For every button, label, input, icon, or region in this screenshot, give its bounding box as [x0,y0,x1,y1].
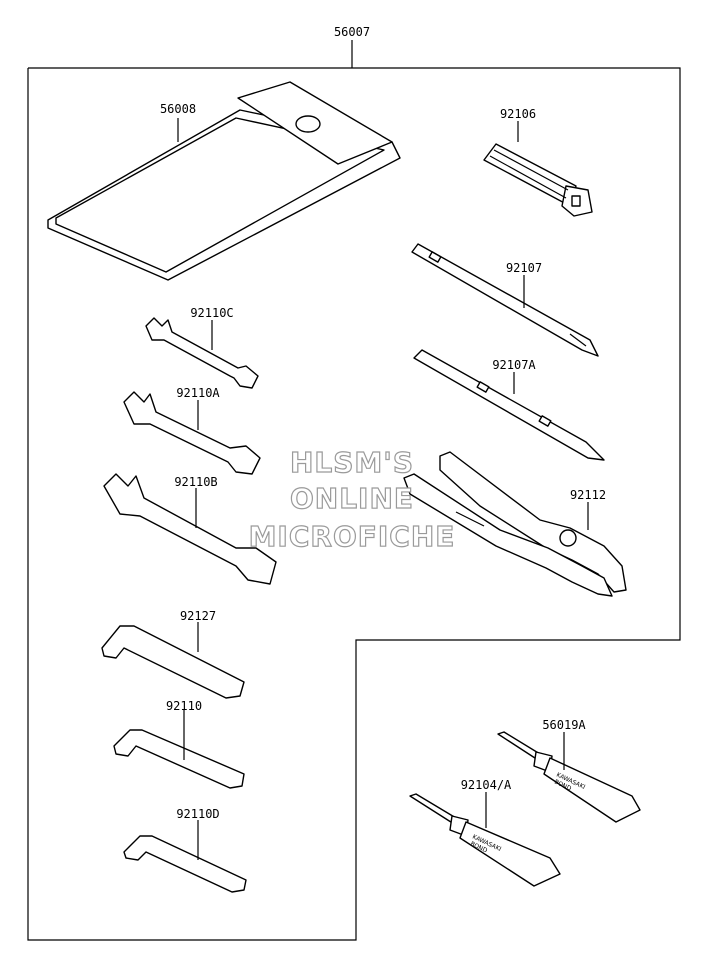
part-label-56007[interactable]: 56007 [334,25,370,39]
hex-wrench-large-drawing [101,625,245,699]
hex-wrench-medium-drawing [113,729,245,789]
watermark-line-1: HLSM'S [290,446,414,479]
pliers-drawing [403,451,627,597]
watermark-line-2: ONLINE [290,482,414,515]
part-label-92112[interactable]: 92112 [570,488,606,502]
watermark: HLSM'S ONLINE MICROFICHE [248,445,456,553]
bond-tube-upper-drawing: KAWASAKI BOND [497,731,641,823]
wrench-medium-drawing [123,391,261,475]
part-label-92110[interactable]: 92110 [166,699,202,713]
screwdriver-phillips-drawing [411,243,599,357]
toolcase-drawing [47,81,401,281]
screwdriver-flat-drawing [413,349,605,461]
part-label-92110A[interactable]: 92110A [176,386,220,400]
part-label-92107A[interactable]: 92107A [492,358,536,372]
part-label-92107[interactable]: 92107 [506,261,542,275]
part-label-56019A[interactable]: 56019A [542,718,586,732]
part-label-92110C[interactable]: 92110C [190,306,233,320]
assembly-frame [27,67,681,941]
part-label-92127[interactable]: 92127 [180,609,216,623]
bond-tube-lower-drawing: KAWASAKI BOND [409,793,561,887]
adapter-drawing [483,143,593,217]
wrench-large-drawing [103,473,277,585]
part-label-92110B[interactable]: 92110B [174,475,217,489]
hex-wrench-small-drawing [123,835,247,893]
part-label-92106[interactable]: 92106 [500,107,536,121]
part-label-92110D[interactable]: 92110D [176,807,219,821]
part-label-56008[interactable]: 56008 [160,102,196,116]
part-label-92104A[interactable]: 92104/A [461,778,512,792]
wrench-small-drawing [145,317,259,389]
watermark-line-3: MICROFICHE [249,520,456,553]
